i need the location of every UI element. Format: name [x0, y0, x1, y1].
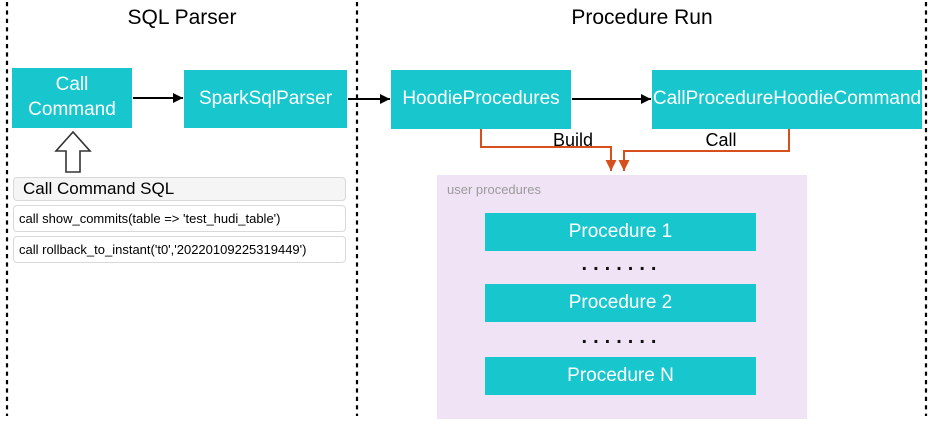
- node-spark-sql-parser: SparkSqlParser: [184, 70, 347, 128]
- hollow-up-arrow-icon: [54, 130, 92, 173]
- user-procedures-panel: user procedures Procedure 1 ....... Proc…: [437, 175, 807, 419]
- section-title-sql-parser: SQL Parser: [127, 6, 237, 29]
- node-procedure-1: Procedure 1: [485, 213, 756, 251]
- node-call-procedure-hoodie-command: CallProcedureHoodieCommand: [652, 70, 922, 129]
- node-spark-sql-parser-label: SparkSqlParser: [198, 87, 333, 109]
- node-procedure-1-label: Procedure 1: [568, 221, 673, 242]
- ellipsis-dots: .......: [581, 253, 663, 275]
- node-procedure-n-label: Procedure N: [567, 365, 674, 386]
- edge-label-build: Build: [552, 130, 594, 150]
- section-title-procedure-run: Procedure Run: [571, 6, 713, 29]
- node-procedure-2-label: Procedure 2: [568, 292, 673, 313]
- user-procedures-label: user procedures: [447, 182, 541, 197]
- connector-call-arrow: [618, 129, 790, 171]
- node-hoodie-procedures: HoodieProcedures: [391, 70, 571, 129]
- node-procedure-n: Procedure N: [485, 357, 756, 395]
- edge-label-call: Call: [705, 130, 737, 150]
- node-hoodie-procedures-label: HoodieProcedures: [402, 88, 560, 110]
- call-command-sql-panel: Call Command SQL call show_commits(table…: [13, 177, 346, 263]
- sql-example-row: call show_commits(table => 'test_hudi_ta…: [13, 205, 346, 232]
- node-call-procedure-hoodie-command-label: CallProcedureHoodieCommand: [652, 88, 922, 110]
- node-call-command: Call Command: [12, 68, 132, 128]
- sql-panel-header: Call Command SQL: [13, 177, 346, 201]
- node-procedure-2: Procedure 2: [485, 284, 756, 322]
- connector-build-arrow: [480, 129, 617, 171]
- sql-example-row: call rollback_to_instant('t0','202201092…: [13, 236, 346, 263]
- ellipsis-dots: .......: [581, 326, 663, 348]
- node-call-command-label: Call Command: [28, 74, 116, 120]
